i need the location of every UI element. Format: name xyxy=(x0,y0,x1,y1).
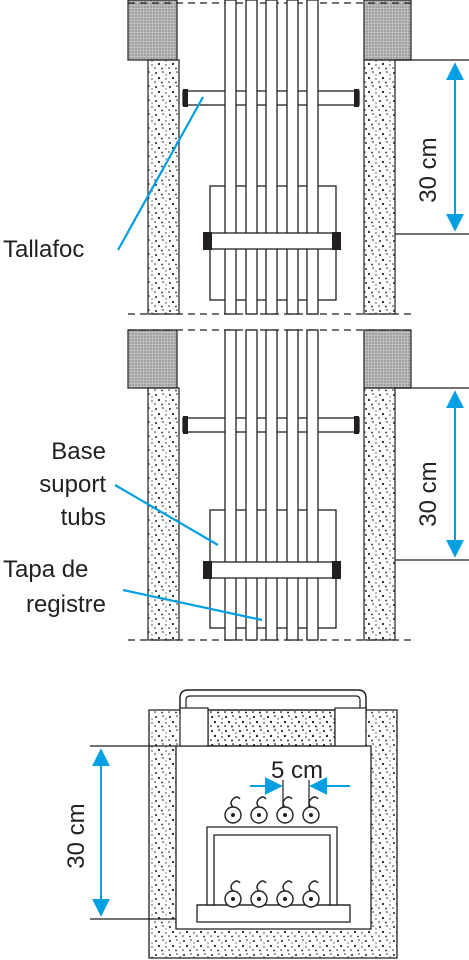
leader-tallafoc xyxy=(117,96,204,251)
slab-left-middle xyxy=(127,329,178,389)
label-base-line2: suport xyxy=(39,471,106,498)
wall-right-middle xyxy=(363,387,396,641)
slab-right-top xyxy=(363,0,412,61)
cover-plate xyxy=(207,709,336,747)
wall-right-top xyxy=(363,59,396,315)
dimension-label-spacing: 5 cm xyxy=(271,757,323,784)
label-tallafoc: Tallafoc xyxy=(3,236,84,263)
dimension-top xyxy=(395,59,469,235)
label-base-line3: tubs xyxy=(61,504,106,531)
label-base-line1: Base xyxy=(51,438,106,465)
slab-right-middle xyxy=(363,329,412,389)
cover-handle xyxy=(179,689,367,714)
slab-left-top xyxy=(127,0,178,61)
bottom-section: 5 cm 30 cm xyxy=(63,689,398,959)
dimension-label-middle: 30 cm xyxy=(415,461,442,526)
tubes-top xyxy=(224,0,319,315)
label-tapa-line2: registre xyxy=(26,591,106,618)
dimension-middle xyxy=(395,387,469,561)
leader-base-suport xyxy=(114,484,219,546)
middle-section: 30 cm Base suport tubs Tapa de registre xyxy=(3,329,469,641)
lower-bracket-middle xyxy=(203,561,341,579)
top-section: 30 cm Tallafoc xyxy=(3,0,469,315)
tubes-cross-upper xyxy=(224,796,320,824)
label-tapa-line1: Tapa de xyxy=(3,556,88,583)
dimension-bottom xyxy=(90,745,176,920)
dimension-label-top: 30 cm xyxy=(415,137,442,202)
tubes-middle xyxy=(224,329,319,641)
leader-tapa-registre xyxy=(122,588,263,622)
spacing-dimension xyxy=(250,777,350,808)
lower-bracket-top xyxy=(203,232,341,250)
tube-support xyxy=(196,826,351,923)
tubes-cross-lower xyxy=(224,880,320,908)
dimension-label-bottom: 30 cm xyxy=(63,803,90,868)
